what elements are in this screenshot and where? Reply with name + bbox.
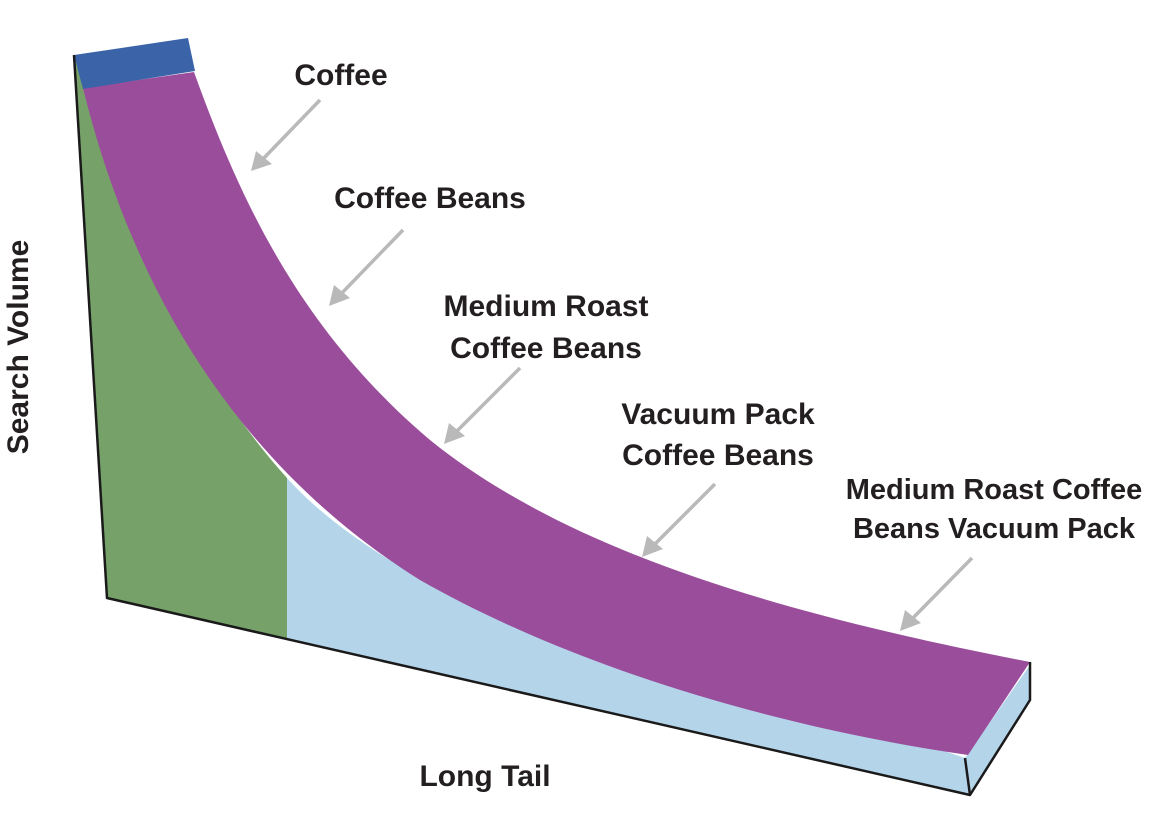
arrow-vacuum-pack-coffee-beans [642, 482, 717, 557]
curve-band [83, 72, 1030, 755]
arrow-coffee [251, 98, 322, 171]
x-axis-label: Long Tail [419, 760, 550, 793]
head-cap [74, 38, 195, 89]
keyword-label: Medium Roast Coffee [846, 474, 1142, 506]
keyword-label: Vacuum Pack [621, 398, 815, 431]
y-axis-label: Search Volume [2, 240, 35, 455]
keyword-labels: Coffee Coffee Beans Medium Roast Coffee … [294, 59, 1142, 545]
keyword-label: Coffee [294, 59, 387, 92]
keyword-label: Coffee Beans [622, 439, 814, 472]
arrow-medium-roast-coffee-beans-vacuum-pack [900, 556, 974, 631]
arrow-coffee-beans [329, 228, 405, 306]
keyword-label: Medium Roast [443, 290, 648, 323]
keyword-label: Beans Vacuum Pack [853, 513, 1136, 545]
keyword-label: Coffee Beans [334, 182, 526, 215]
head-region [75, 58, 287, 638]
keyword-arrows [251, 98, 974, 631]
arrow-medium-roast-coffee-beans [444, 366, 522, 444]
diagram-outline [72, 54, 1032, 797]
tail-region [287, 478, 1030, 795]
keyword-label: Coffee Beans [450, 332, 642, 365]
